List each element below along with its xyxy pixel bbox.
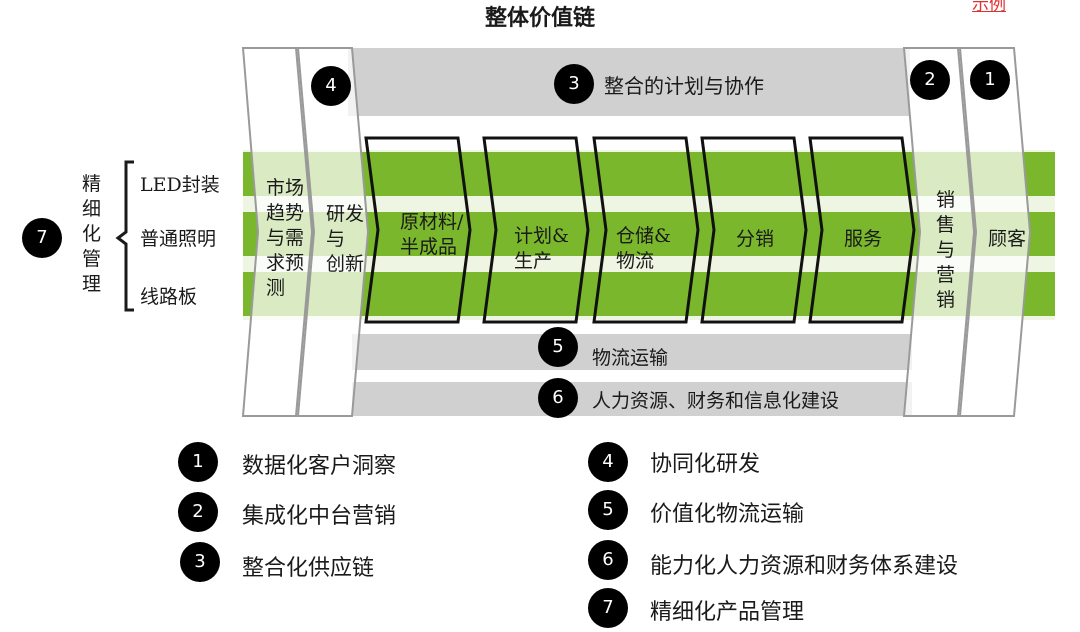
badge-6-band: 6 [538, 378, 578, 418]
top-band-label: 整合的计划与协作 [604, 74, 764, 98]
circuit-board-label: 线路板 [140, 286, 198, 308]
chevron-label-planning: 计划& 生产 [514, 225, 569, 272]
fine-management-label: 精细化管理 [82, 173, 102, 295]
corner-link[interactable]: 示例 [972, 0, 1006, 15]
process-chevron-2 [482, 136, 590, 324]
top-band [348, 48, 910, 116]
rnd-label: 研发 与 创新 [326, 203, 365, 275]
customer-column [958, 47, 1032, 417]
customer-label: 顾客 [988, 228, 1027, 250]
chevron-label-materials: 原材料/ 半成品 [400, 211, 464, 258]
badge-3-top: 3 [554, 64, 594, 104]
chevron-label-service: 服务 [844, 228, 883, 250]
process-chevron-1 [364, 136, 472, 324]
logistics-label: 物流运输 [592, 347, 669, 369]
hr-finance-band [352, 382, 912, 416]
left-bracket [115, 160, 134, 312]
sales-label: 销售与营销 [936, 189, 956, 311]
led-package-label: LED封装 [140, 174, 220, 196]
rnd-column [296, 47, 370, 417]
badge-2-top: 2 [910, 60, 950, 100]
badge-5-band: 5 [538, 327, 578, 367]
general-lighting-label: 普通照明 [140, 228, 217, 250]
sales-column [902, 47, 976, 417]
badge-4-top: 4 [311, 66, 351, 106]
badge-1-top: 1 [970, 60, 1010, 100]
process-chevron-3 [592, 136, 700, 324]
chevron-label-warehouse: 仓储& 物流 [616, 225, 671, 272]
hr-finance-label: 人力资源、财务和信息化建设 [592, 390, 840, 412]
badge-7-left: 7 [22, 218, 62, 258]
chevron-label-distribution: 分销 [736, 228, 775, 250]
page-title: 整体价值链 [484, 5, 595, 31]
market-column [241, 47, 314, 417]
market-label: 市场趋势与需求预测 [266, 177, 305, 299]
process-chevron-5 [808, 136, 916, 324]
logistics-band [352, 334, 912, 370]
process-chevron-4 [700, 136, 808, 324]
